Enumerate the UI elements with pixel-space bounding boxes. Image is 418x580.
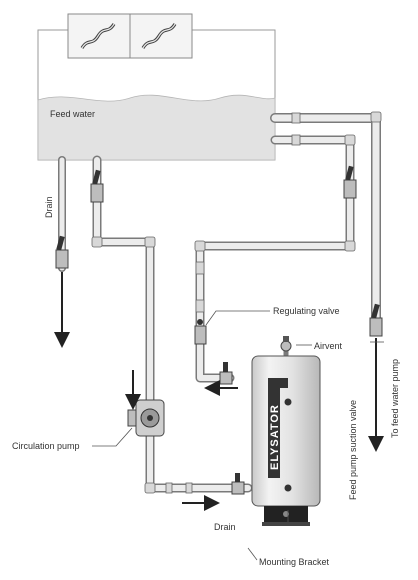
tank-inspection-hatch-left — [67, 13, 131, 59]
unit-brand-label: ELYSATOR — [269, 404, 281, 470]
valve-regulating-loop — [343, 165, 357, 199]
feed-pump-suction-valve — [369, 303, 383, 337]
circulation-pump — [127, 399, 165, 437]
elysator-unit: ELYSATOR — [251, 336, 321, 507]
mounting-bracket — [262, 506, 310, 526]
circulation-pipe — [92, 155, 253, 493]
regulating-valve-label: Regulating valve — [273, 306, 340, 316]
valve-drain-left — [55, 235, 69, 269]
mounting-bracket-label: Mounting Bracket — [259, 557, 330, 567]
flow-arrows — [54, 272, 384, 511]
piping — [58, 113, 381, 493]
feed-water-tank: Feed water — [37, 13, 276, 161]
circulation-pump-label: Circulation pump — [12, 441, 80, 451]
airvent — [280, 336, 292, 352]
valve-bottom-inlet — [231, 473, 245, 495]
regulating-valve — [194, 319, 207, 345]
airvent-label: Airvent — [314, 341, 343, 351]
drain-bottom-label: Drain — [214, 522, 236, 532]
to-feed-water-pump-label: To feed water pump — [390, 359, 400, 438]
feed-pump-suction-pipe — [270, 113, 381, 335]
drain-left-label: Drain — [44, 196, 54, 218]
valve-circulation-top — [90, 169, 104, 203]
pipe-couplings — [91, 111, 382, 494]
leader-lines — [92, 310, 384, 561]
tank-inspection-hatch-right — [129, 13, 193, 59]
valve-inlet-lower — [219, 362, 233, 385]
feed-pump-suction-valve-label: Feed pump suction valve — [348, 400, 358, 500]
tank-label: Feed water — [50, 109, 95, 119]
